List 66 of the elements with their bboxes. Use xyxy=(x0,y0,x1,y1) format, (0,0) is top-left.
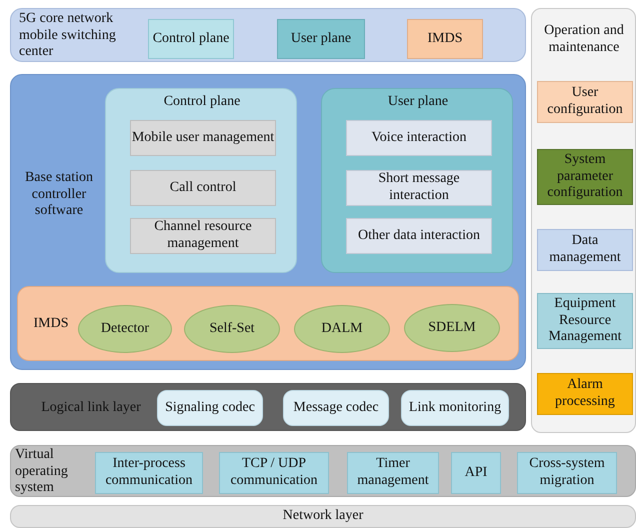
group-panel xyxy=(17,286,519,361)
component-box xyxy=(537,373,633,415)
group-label: Operation and maintenance xyxy=(543,22,625,57)
component-box xyxy=(537,293,633,349)
component-box xyxy=(130,218,276,254)
component-box xyxy=(219,452,329,494)
layer-band xyxy=(10,445,636,497)
group-panel xyxy=(105,88,297,273)
component-box xyxy=(347,452,439,494)
component-box xyxy=(517,452,617,494)
layer-band xyxy=(10,383,526,431)
component-label: Message codec xyxy=(292,398,380,417)
layer-band xyxy=(10,505,636,528)
component-box xyxy=(346,120,492,156)
component-box xyxy=(346,218,492,254)
group-label: 5G core network mobile switching center xyxy=(19,11,117,61)
component-label: IMDS xyxy=(426,30,464,48)
component-label: Mobile user management xyxy=(131,128,275,147)
component-label: Short message interaction xyxy=(377,171,461,205)
group-label: Network layer xyxy=(282,507,364,526)
group-panel xyxy=(10,8,526,62)
component-box xyxy=(130,170,276,206)
component-label: Other data interaction xyxy=(356,226,482,245)
group-label: User plane xyxy=(386,92,450,111)
component-label: Alarm processing xyxy=(554,376,616,411)
group-label: Virtual operating system xyxy=(15,446,69,498)
component-label: TCP / UDP communication xyxy=(229,455,319,490)
component-box xyxy=(277,19,365,59)
component-label: Call control xyxy=(168,178,238,197)
component-label: User configuration xyxy=(546,84,624,119)
component-box xyxy=(537,81,633,123)
component-box xyxy=(451,452,501,494)
component-box xyxy=(157,390,263,426)
component-label: Voice interaction xyxy=(370,128,468,147)
component-box xyxy=(537,149,633,205)
component-label: DALM xyxy=(320,320,364,338)
component-label: Signaling codec xyxy=(164,398,256,417)
component-label: Cross-system migration xyxy=(528,455,606,490)
component-label: Inter-process communication xyxy=(104,455,194,490)
component-label: API xyxy=(464,464,488,482)
component-box xyxy=(407,19,483,59)
component-box xyxy=(401,390,509,426)
component-box xyxy=(148,19,234,59)
component-label: SDELM xyxy=(427,318,477,337)
group-label: Base station controller software xyxy=(24,168,94,220)
group-label: IMDS xyxy=(32,314,70,333)
component-label: Detector xyxy=(100,320,150,338)
component-box xyxy=(537,229,633,271)
component-label: Data management xyxy=(548,232,622,267)
group-label: Logical link layer xyxy=(40,398,142,417)
group-panel xyxy=(321,88,513,273)
component-label: Timer management xyxy=(356,455,430,490)
component-box xyxy=(130,120,276,156)
component-label: Equipment Resource Management xyxy=(547,294,623,346)
component-label: Control plane xyxy=(152,30,230,48)
component-label: Self-Set xyxy=(208,320,256,338)
component-label: Link monitoring xyxy=(408,398,502,417)
group-label: Control plane xyxy=(162,92,242,111)
component-box xyxy=(346,170,492,206)
group-panel xyxy=(531,8,636,433)
component-label: System parameter configuration xyxy=(546,150,624,202)
component-label: User plane xyxy=(290,30,352,48)
group-panel xyxy=(10,74,526,370)
component-box xyxy=(283,390,389,426)
component-box xyxy=(95,452,203,494)
component-label: Channel resource management xyxy=(153,219,253,253)
